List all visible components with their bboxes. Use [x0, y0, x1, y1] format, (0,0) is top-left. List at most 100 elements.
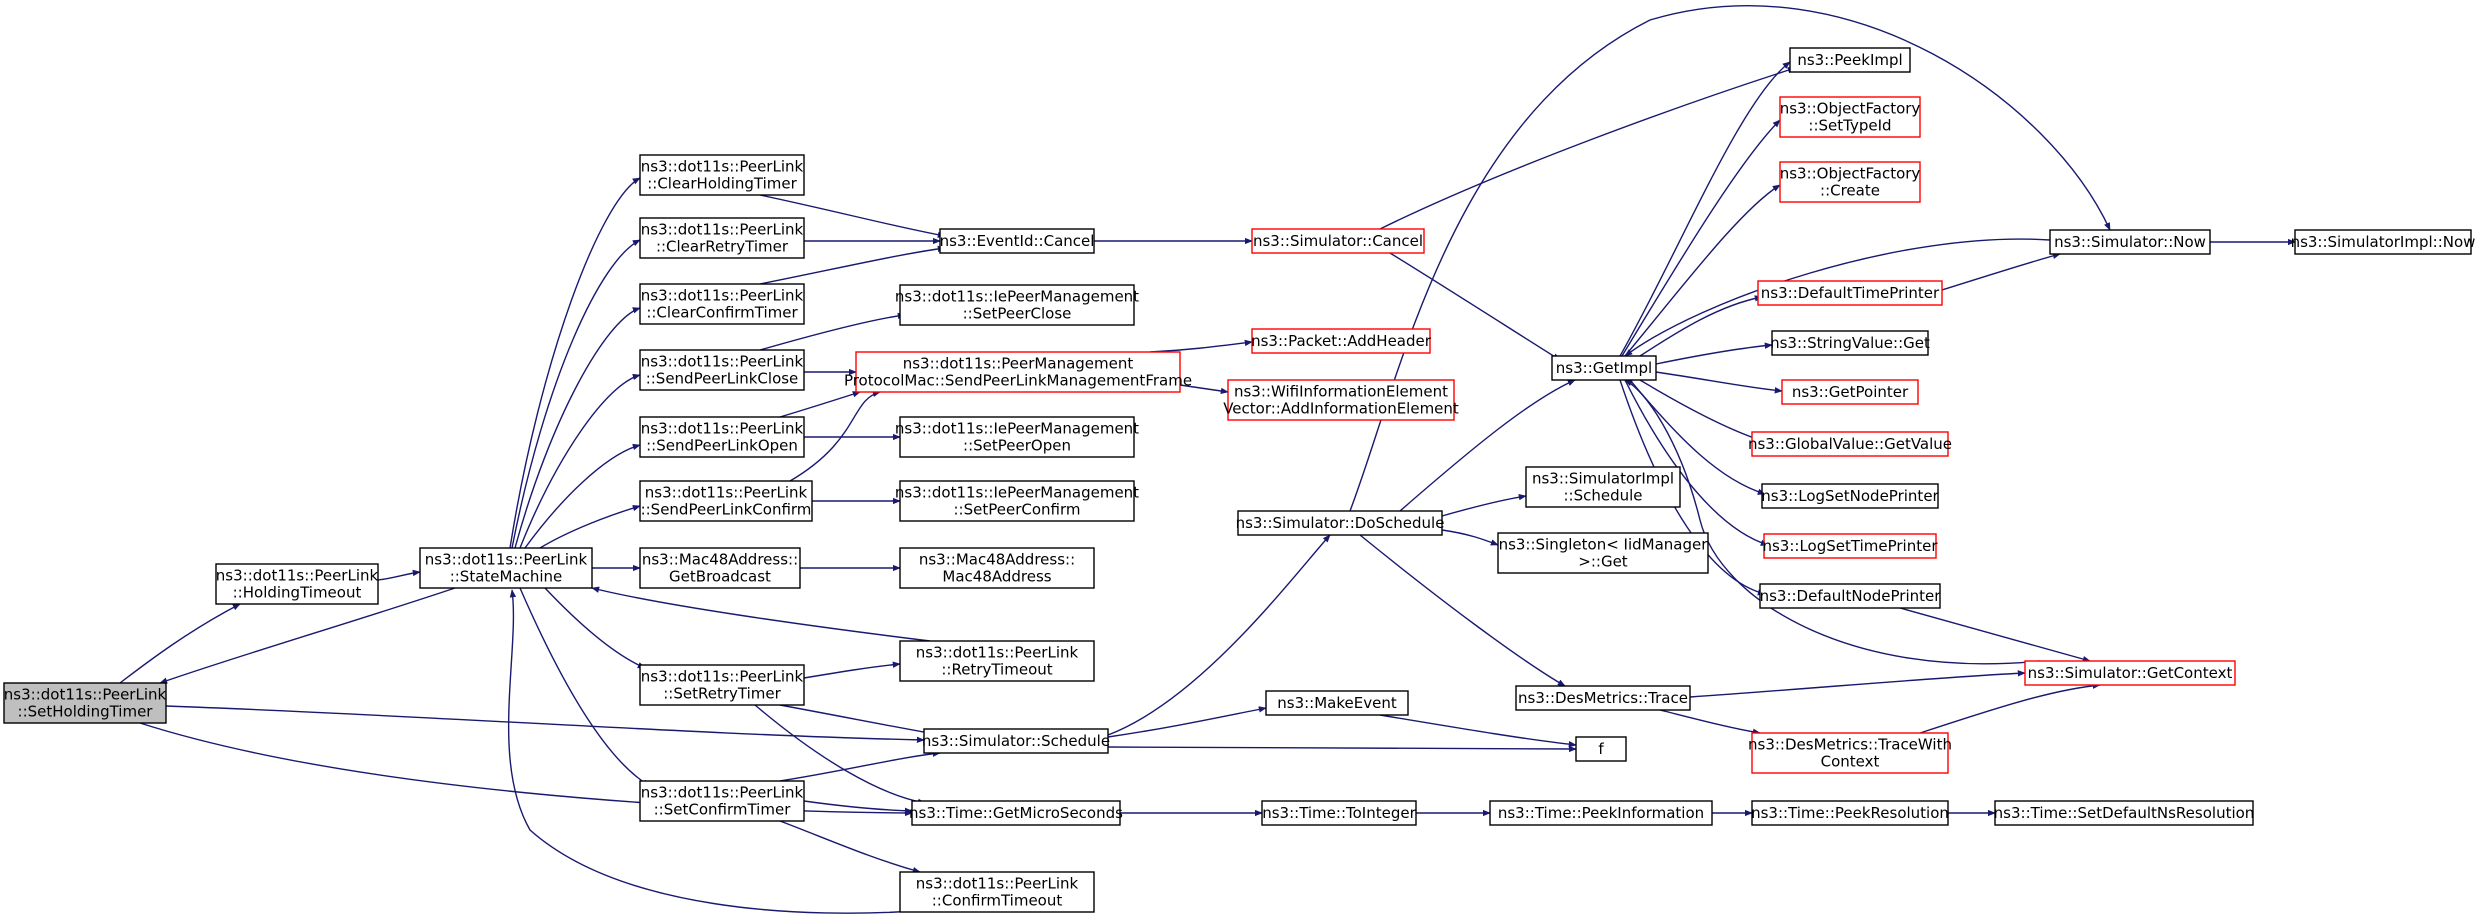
node-setpeerclose[interactable]: ns3::dot11s::IePeerManagement::SetPeerCl…	[895, 284, 1139, 326]
node-clearconfirm[interactable]: ns3::dot11s::PeerLink::ClearConfirmTimer	[639, 283, 805, 325]
node-label: ::SetPeerClose	[963, 305, 1072, 323]
node-eventcancel[interactable]: ns3::EventId::Cancel	[939, 228, 1095, 254]
edge-statemachine-to-sendopen	[524, 443, 641, 549]
node-label: Mac48Address	[942, 568, 1051, 586]
node-makeevent[interactable]: ns3::MakeEvent	[1265, 690, 1409, 716]
node-box	[639, 480, 813, 522]
node-label: Context	[1821, 753, 1880, 771]
node-setdefaultns[interactable]: ns3::Time::SetDefaultNsResolution	[1994, 800, 2255, 826]
node-clearholding[interactable]: ns3::dot11s::PeerLink::ClearHoldingTimer	[639, 154, 805, 196]
node-destrace[interactable]: ns3::DesMetrics::Trace	[1515, 685, 1691, 711]
node-logsettime[interactable]: ns3::LogSetTimePrinter	[1762, 533, 1938, 559]
node-simnow[interactable]: ns3::Simulator::Now	[2049, 229, 2211, 255]
node-confirmtimeout[interactable]: ns3::dot11s::PeerLink::ConfirmTimeout	[899, 871, 1095, 913]
node-mac48address[interactable]: ns3::Mac48Address::Mac48Address	[899, 547, 1095, 589]
node-setpeerconfirm[interactable]: ns3::dot11s::IePeerManagement::SetPeerCo…	[895, 480, 1139, 522]
node-defaulttimeprinter[interactable]: ns3::DefaultTimePrinter	[1757, 280, 1943, 306]
node-clearretry[interactable]: ns3::dot11s::PeerLink::ClearRetryTimer	[639, 217, 805, 259]
node-label: ::SendPeerLinkOpen	[646, 437, 798, 455]
node-sendclose[interactable]: ns3::dot11s::PeerLink::SendPeerLinkClose	[639, 349, 805, 391]
edge-getimpl-to-defaultnodeprinter	[1619, 379, 1766, 596]
edge-getimpl-to-getpointer	[1655, 371, 1783, 394]
edge-statemachine-to-setretry	[544, 587, 646, 669]
node-simcancel[interactable]: ns3::Simulator::Cancel	[1251, 228, 1425, 254]
node-logsetnode[interactable]: ns3::LogSetNodePrinter	[1761, 483, 1940, 509]
edge-destrace-to-tracewithcontext	[1659, 709, 1761, 735]
edge-statemachine-to-clearconfirm	[514, 307, 641, 549]
node-label: ns3::dot11s::PeerLink	[641, 158, 804, 176]
node-label: ::SetPeerConfirm	[954, 501, 1081, 519]
node-box	[1781, 379, 1919, 405]
edge-destrace-to-getcontext	[1689, 670, 2026, 698]
node-setholding[interactable]: ns3::dot11s::PeerLink::SetHoldingTimer	[3, 682, 167, 724]
node-simimplschedule[interactable]: ns3::SimulatorImpl::Schedule	[1525, 466, 1681, 508]
node-stringvalueget[interactable]: ns3::StringValue::Get	[1770, 330, 1930, 356]
call-edges	[119, 5, 2296, 914]
node-box	[1261, 800, 1417, 826]
node-label: ::RetryTimeout	[941, 661, 1052, 679]
node-sendopen[interactable]: ns3::dot11s::PeerLink::SendPeerLinkOpen	[639, 416, 805, 458]
node-getcontext[interactable]: ns3::Simulator::GetContext	[2024, 660, 2236, 686]
edge-statemachine-to-sendclose	[519, 373, 641, 549]
node-f[interactable]: f	[1575, 736, 1627, 762]
node-label: ns3::dot11s::PeerLink	[916, 644, 1079, 662]
node-schedule[interactable]: ns3::Simulator::Schedule	[922, 728, 1110, 754]
node-label: ns3::dot11s::PeerLink	[641, 353, 804, 371]
node-label: ::ClearHoldingTimer	[647, 175, 797, 193]
node-getimpl[interactable]: ns3::GetImpl	[1551, 355, 1657, 381]
node-box	[419, 547, 593, 589]
node-box	[1763, 533, 1937, 559]
node-peekimpl[interactable]: ns3::PeekImpl	[1789, 47, 1911, 73]
node-globalvalue[interactable]: ns3::GlobalValue::GetValue	[1748, 431, 1952, 457]
node-defaultnodeprinter[interactable]: ns3::DefaultNodePrinter	[1759, 583, 1942, 609]
node-box	[1525, 466, 1681, 508]
node-doschedule[interactable]: ns3::Simulator::DoSchedule	[1236, 510, 1445, 536]
node-create[interactable]: ns3::ObjectFactory::Create	[1779, 161, 1921, 203]
edge-doschedule-to-simnow	[1349, 5, 2111, 512]
edge-sendframe-to-addheader	[1149, 339, 1253, 353]
node-label: ns3::dot11s::IePeerManagement	[895, 288, 1139, 306]
node-box	[3, 682, 167, 724]
node-getpointer[interactable]: ns3::GetPointer	[1781, 379, 1919, 405]
edge-simcancel-to-peekimpl	[1379, 67, 1796, 230]
node-box	[639, 349, 805, 391]
node-label: ns3::MakeEvent	[1277, 694, 1397, 712]
edge-simnow-to-getimpl	[1624, 238, 2051, 357]
node-holdingtimeout[interactable]: ns3::dot11s::PeerLink::HoldingTimeout	[215, 563, 379, 605]
node-addinfo[interactable]: ns3::WifiInformationElementVector::AddIn…	[1223, 379, 1459, 421]
edge-doschedule-to-simimplschedule	[1441, 493, 1527, 517]
node-settypeid[interactable]: ns3::ObjectFactory::SetTypeId	[1779, 96, 1921, 138]
edge-confirmtimeout-to-statemachine	[507, 589, 931, 914]
node-label: ::SendPeerLinkClose	[646, 370, 799, 388]
node-setretry[interactable]: ns3::dot11s::PeerLink::SetRetryTimer	[639, 664, 805, 706]
node-box	[1751, 800, 1949, 826]
node-sendconfirm[interactable]: ns3::dot11s::PeerLink::SendPeerLinkConfi…	[639, 480, 813, 522]
node-peekresolution[interactable]: ns3::Time::PeekResolution	[1751, 800, 1949, 826]
edge-setholding-to-getmicro	[139, 722, 913, 817]
node-tointeger[interactable]: ns3::Time::ToInteger	[1261, 800, 1417, 826]
node-box	[923, 728, 1109, 754]
node-box	[1771, 330, 1929, 356]
node-label: ns3::DefaultTimePrinter	[1761, 284, 1940, 302]
edge-setconfirm-to-schedule	[779, 750, 941, 782]
node-getbroadcast[interactable]: ns3::Mac48Address::GetBroadcast	[639, 547, 801, 589]
node-getmicro[interactable]: ns3::Time::GetMicroSeconds	[909, 800, 1123, 826]
node-setpeeropen[interactable]: ns3::dot11s::IePeerManagement::SetPeerOp…	[895, 416, 1139, 458]
edge-getimpl-to-peekimpl	[1619, 61, 1791, 357]
node-simimplnow[interactable]: ns3::SimulatorImpl::Now	[2291, 229, 2476, 255]
node-singleton[interactable]: ns3::Singleton< IidManager>::Get	[1497, 532, 1709, 574]
node-box	[1237, 510, 1443, 536]
edge-sendframe-to-addinfo	[1179, 384, 1229, 395]
edge-setholding-to-holdingtimeout	[119, 603, 241, 684]
edge-getimpl-to-stringvalueget	[1655, 342, 1773, 365]
node-label: ::SetTypeId	[1808, 117, 1891, 135]
node-retrytimeout[interactable]: ns3::dot11s::PeerLink::RetryTimeout	[899, 640, 1095, 682]
node-sendframe[interactable]: ns3::dot11s::PeerManagementProtocolMac::…	[844, 351, 1192, 393]
node-peekinfo[interactable]: ns3::Time::PeekInformation	[1489, 800, 1713, 826]
node-label: ns3::dot11s::PeerLink	[641, 287, 804, 305]
edge-clearholding-to-eventcancel	[759, 194, 946, 238]
node-addheader[interactable]: ns3::Packet::AddHeader	[1251, 328, 1432, 354]
node-setconfirm[interactable]: ns3::dot11s::PeerLink::SetConfirmTimer	[639, 780, 805, 822]
node-statemachine[interactable]: ns3::dot11s::PeerLink::StateMachine	[419, 547, 593, 589]
